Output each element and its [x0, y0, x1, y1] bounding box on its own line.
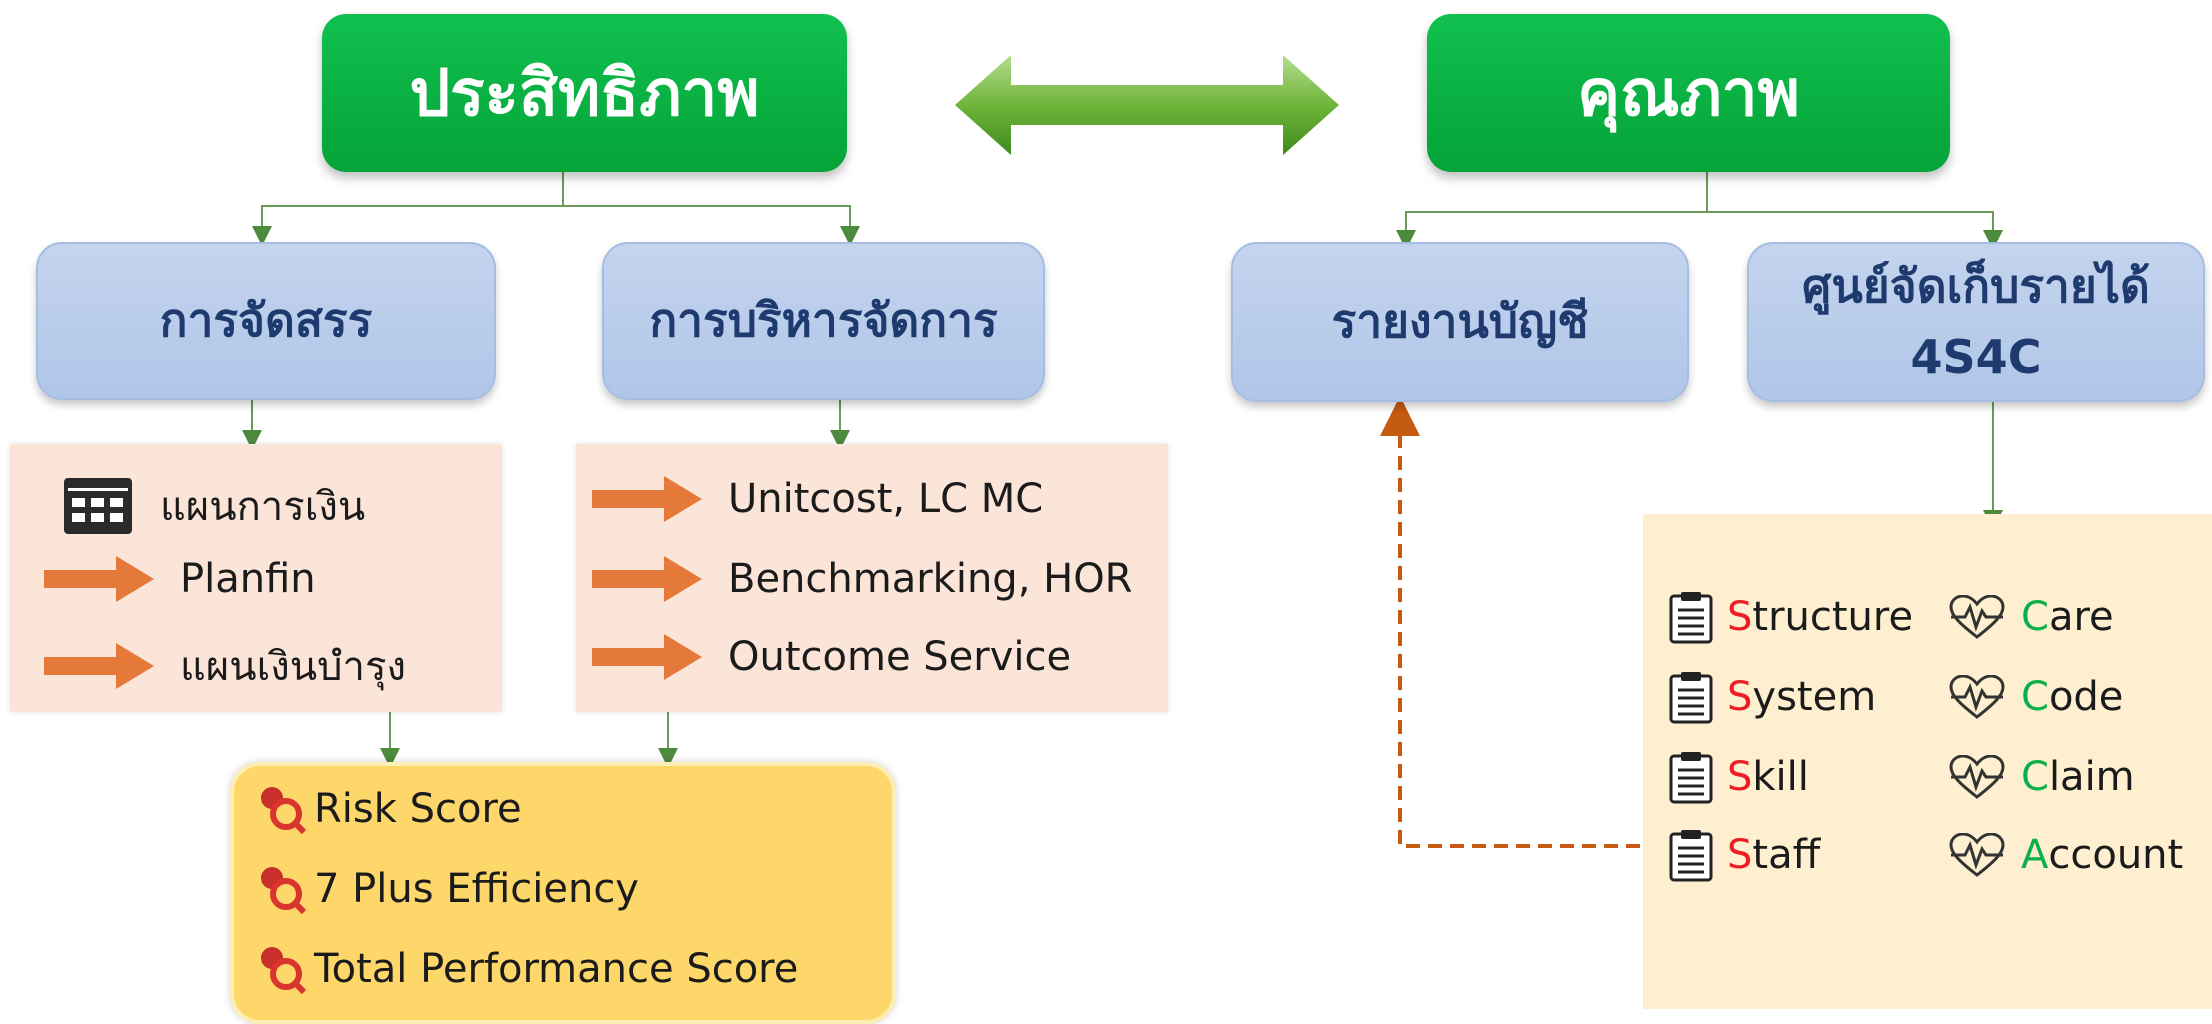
list-item: Planfin	[44, 556, 316, 602]
efficiency-box: ประสิทธิภาพ	[322, 14, 847, 172]
allocation-items-box: แผนการเงิน Planfin แผนเงินบำรุง	[10, 444, 502, 712]
list-item-label: ystem	[1752, 674, 1877, 720]
clipboard-icon	[1669, 592, 1713, 644]
list-item-label: Planfin	[180, 556, 316, 602]
initial-letter: S	[1727, 754, 1753, 800]
clipboard-icon	[1669, 752, 1713, 804]
list-item: Unitcost, LC MC	[592, 476, 1043, 522]
arrow-right-icon	[44, 556, 154, 602]
list-item: แผนการเงิน	[10, 474, 365, 538]
list-item-label: ode	[2048, 674, 2124, 720]
heartbeat-icon	[1949, 833, 2005, 877]
list-item-label: Outcome Service	[728, 634, 1072, 680]
clipboard-icon	[1669, 830, 1713, 882]
list-item: 7 Plus Efficiency	[258, 864, 639, 914]
quality-title: คุณภาพ	[1577, 57, 1800, 131]
heartbeat-icon	[1949, 595, 2005, 639]
accounting-title: รายงานบัญชี	[1331, 294, 1589, 349]
list-item-label: แผนเงินบำรุง	[180, 644, 406, 690]
pin-icon	[261, 947, 306, 994]
efficiency-title: ประสิทธิภาพ	[409, 57, 760, 131]
list-item-label: are	[2048, 594, 2114, 640]
initial-letter: S	[1727, 594, 1753, 640]
initial-letter: A	[2021, 832, 2049, 878]
revenue-center-box: ศูนย์จัดเก็บรายได้ 4S4C	[1747, 242, 2205, 402]
list-item-label: tructure	[1752, 594, 1914, 640]
initial-letter: C	[2021, 594, 2049, 640]
revenue-center-title: ศูนย์จัดเก็บรายได้	[1802, 258, 2150, 313]
arrow-right-icon	[44, 643, 154, 689]
score-box: Risk Score 7 Plus Efficiency Total Perfo…	[230, 762, 896, 1024]
initial-letter: S	[1727, 832, 1753, 878]
list-item-label: Total Performance Score	[314, 946, 799, 992]
arrow-right-icon	[592, 556, 702, 602]
list-item-label: Risk Score	[314, 786, 522, 832]
heartbeat-icon	[1949, 675, 2005, 719]
double-arrow-icon	[955, 55, 1339, 155]
list-item-label: 7 Plus Efficiency	[314, 866, 639, 912]
pin-icon	[261, 867, 306, 914]
list-item-label: ccount	[2048, 832, 2184, 878]
heartbeat-icon	[1949, 755, 2005, 799]
quality-box: คุณภาพ	[1427, 14, 1950, 172]
clipboard-icon	[1669, 672, 1713, 724]
arrow-right-icon	[592, 634, 702, 680]
list-item-label: Unitcost, LC MC	[728, 476, 1044, 522]
list-item: Benchmarking, HOR	[592, 556, 1132, 602]
accounting-box: รายงานบัญชี	[1231, 242, 1689, 402]
allocation-box: การจัดสรร	[36, 242, 496, 400]
pin-icon	[261, 787, 306, 834]
list-item: Risk Score	[258, 784, 522, 834]
arrow-right-icon	[592, 476, 702, 522]
initial-letter: C	[2021, 674, 2049, 720]
initial-letter: S	[1727, 674, 1753, 720]
management-title: การบริหารจัดการ	[649, 293, 998, 348]
initial-letter: C	[2021, 754, 2049, 800]
list-item-label: Benchmarking, HOR	[728, 556, 1133, 602]
list-item-label: laim	[2048, 754, 2135, 800]
list-item: Outcome Service	[592, 634, 1071, 680]
list-item-label: แผนการเงิน	[160, 484, 366, 530]
list-item: แผนเงินบำรุง	[44, 634, 406, 698]
list-item-label: kill	[1752, 754, 1809, 800]
allocation-title: การจัดสรร	[159, 293, 373, 348]
list-item-label: taff	[1752, 832, 1821, 878]
revenue-center-subtitle: 4S4C	[1910, 330, 2042, 384]
management-box: การบริหารจัดการ	[602, 242, 1045, 400]
management-items-box: Unitcost, LC MC Benchmarking, HOR Outcom…	[576, 444, 1168, 712]
list-item: Total Performance Score	[258, 944, 798, 994]
calendar-icon	[64, 478, 132, 534]
